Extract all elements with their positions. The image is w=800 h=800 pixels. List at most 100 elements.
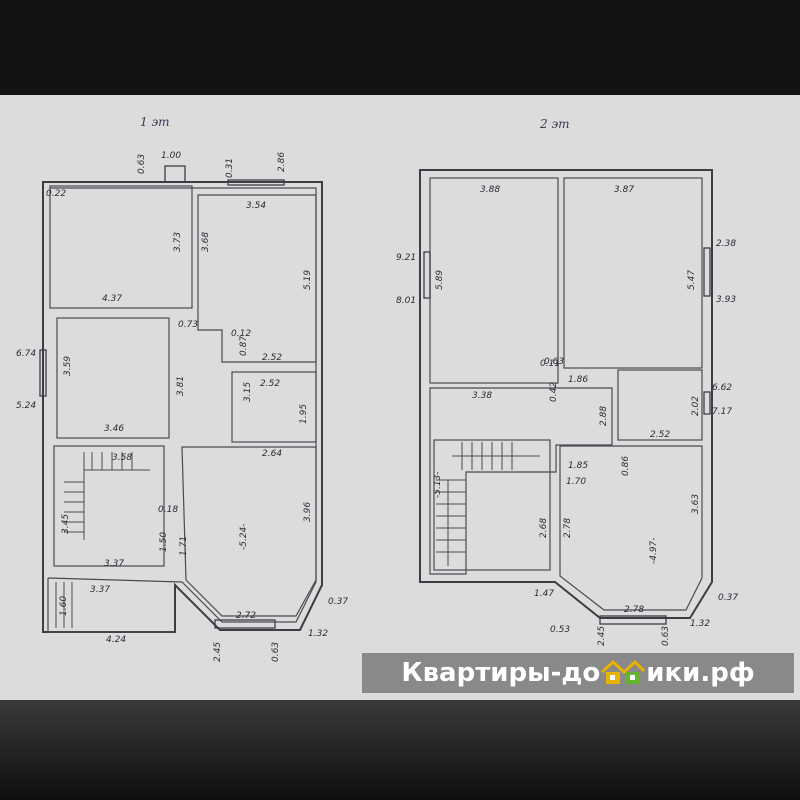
dim-label: 5.47 (687, 270, 697, 290)
paper-sheet (0, 95, 800, 700)
second-floor-plan (419, 169, 713, 625)
room-living (181, 446, 317, 617)
staircase (64, 452, 150, 540)
dim-label: 3.46 (104, 424, 124, 434)
window-bath (703, 391, 711, 415)
staircase-upper (436, 442, 540, 566)
watermark-text-start: Квартиры-до (401, 658, 601, 688)
dim-label: 0.63 (137, 154, 147, 174)
dim-label: 5.19 (303, 270, 313, 290)
dim-label: 3.63 (691, 494, 701, 514)
bedroom-right (563, 177, 703, 369)
dim-label: 1.86 (568, 375, 588, 385)
dim-label: 1.95 (299, 404, 309, 424)
first-floor-dimensions: 1.00 0.63 0.31 2.86 0.22 3.54 3.73 3.68 … (16, 151, 348, 662)
dim-label: 2.68 (539, 518, 549, 538)
dim-label: 1.00 (161, 151, 181, 161)
dim-label: -5.13- (433, 471, 443, 498)
window-top-right (227, 179, 285, 186)
dim-label: 0.37 (328, 597, 348, 607)
dim-label: 0.63 (271, 642, 281, 662)
site-watermark: Квартиры-до ики.рф (362, 653, 794, 693)
dim-label: 0.73 (178, 320, 198, 330)
bedroom-left (429, 177, 559, 384)
window-left (39, 349, 47, 397)
second-floor-outer-wall (419, 169, 713, 619)
hallway (429, 387, 613, 575)
dim-label: 2.52 (650, 430, 670, 440)
dim-label: 9.21 (396, 253, 416, 263)
room-small-right (231, 371, 317, 443)
dim-label: 1.60 (59, 596, 69, 616)
dim-label: 0.63 (544, 357, 564, 367)
porch (47, 578, 175, 633)
dim-label: 3.37 (104, 559, 124, 569)
dim-label: 3.38 (472, 391, 492, 401)
first-floor-inner-wall-outline (47, 187, 317, 623)
dim-label: -5.24- (239, 523, 249, 550)
dim-label: 1.50 (159, 532, 169, 552)
window-right-2 (703, 247, 711, 297)
window-top (164, 165, 186, 183)
room-top-left (49, 185, 193, 309)
first-floor-plan (39, 165, 323, 633)
room-middle-left (56, 317, 170, 439)
dim-label: 2.45 (597, 626, 607, 646)
dim-label: 2.45 (213, 642, 223, 662)
dim-label: 3.88 (480, 185, 500, 195)
dim-label: 7.17 (712, 407, 732, 417)
dim-label: 1.85 (568, 461, 588, 471)
dim-label: 2.52 (260, 379, 280, 389)
dim-label: 3.45 (61, 514, 71, 534)
dim-label: 6.74 (16, 349, 36, 359)
second-floor-dimensions: 3.88 3.87 9.21 5.89 2.38 5.47 8.01 3.93 … (396, 185, 738, 646)
staircase-area (53, 445, 165, 567)
dim-label: 3.37 (90, 585, 110, 595)
dim-label: 0.86 (621, 456, 631, 476)
dim-label: 3.54 (246, 201, 266, 211)
dim-label: 0.12 (231, 329, 251, 339)
dim-label: 0.18 (158, 505, 178, 515)
dim-label: 0.37 (718, 593, 738, 603)
dim-label: 2.86 (277, 152, 287, 172)
dim-label: 3.81 (176, 376, 186, 396)
room-bathroom (617, 369, 703, 441)
dim-label: 3.96 (303, 502, 313, 522)
dim-label: 1.47 (534, 589, 554, 599)
dim-label: 3.59 (63, 356, 73, 376)
dim-label: 2.38 (716, 239, 736, 249)
window-bay (214, 619, 276, 629)
dim-label: 3.58 (112, 453, 132, 463)
dim-label: 2.78 (563, 518, 573, 538)
dim-label: 6.62 (712, 383, 732, 393)
dim-label: 0.31 (225, 158, 235, 178)
dim-label: 0.87 (239, 336, 249, 356)
dim-label: 3.93 (716, 295, 736, 305)
watermark-text-end: ики.рф (646, 658, 755, 688)
porch-steps (55, 582, 73, 628)
first-floor-label: 1 эт (140, 115, 170, 129)
dim-label: 5.24 (16, 401, 36, 411)
dim-label: 2.88 (599, 406, 609, 426)
dim-label: 3.68 (201, 232, 211, 252)
dim-label: 2.52 (262, 353, 282, 363)
dim-label: 1.71 (179, 536, 189, 556)
table-surface (0, 700, 800, 800)
dim-label: 2.02 (691, 396, 701, 416)
dim-label: 2.72 (236, 611, 256, 621)
dim-label: 5.89 (435, 270, 445, 290)
dim-label: 3.87 (614, 185, 634, 195)
window-left-2 (423, 251, 431, 299)
dim-label: 0.11 (540, 359, 560, 369)
dim-label: 0.22 (46, 189, 66, 199)
dim-label: -4.97- (649, 537, 659, 564)
dim-label: 3.15 (243, 382, 253, 402)
dim-label: 0.63 (661, 626, 671, 646)
window-bay-2 (599, 615, 667, 625)
dim-label: 4.37 (102, 294, 122, 304)
room-top-right (197, 194, 317, 363)
dim-label: 0.53 (550, 625, 570, 635)
dim-label: 3.73 (173, 232, 183, 252)
